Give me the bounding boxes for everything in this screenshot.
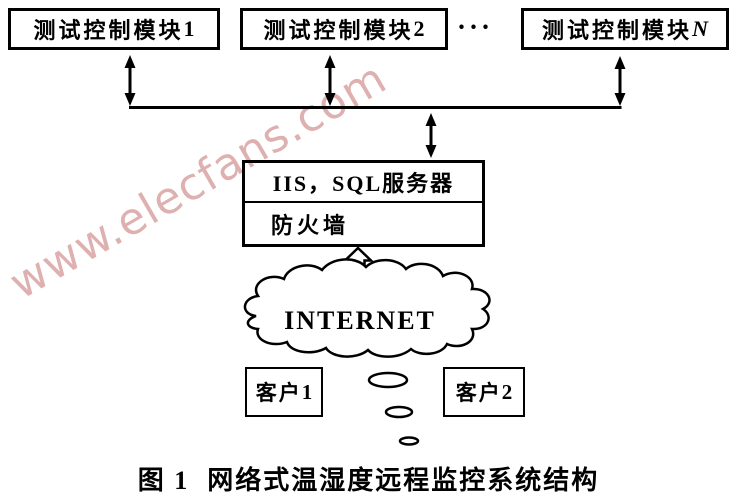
arrow-module2-bus (324, 55, 336, 106)
client-2-label: 客户 (455, 381, 502, 405)
internet-cloud (243, 258, 491, 358)
module-1-number: 1 (183, 16, 195, 41)
trail-ellipse-medium (384, 405, 414, 419)
server-label: IIS，SQL服务器 (245, 163, 482, 203)
arrow-moduleN-bus (614, 56, 626, 106)
module-1-label: 测试控制模块 (33, 18, 184, 43)
figure-caption: 图 1 网络式温湿度远程监控系统结构 (0, 460, 737, 497)
module-n-label: 测试控制模块 (542, 18, 693, 43)
trail-ellipse-small (398, 436, 420, 446)
module-n-number: N (692, 16, 708, 41)
arrow-bus-server (425, 113, 437, 158)
ellipsis-separator: ··· (456, 11, 493, 42)
module-2-number: 2 (413, 16, 425, 41)
figure-title: 网络式温湿度远程监控系统结构 (207, 466, 600, 495)
client-2-number: 2 (501, 379, 513, 404)
figure-number: 图 1 (137, 466, 190, 495)
arrow-module1-bus (124, 55, 136, 106)
server-box: IIS，SQL服务器 防火墙 (242, 160, 485, 247)
client-1-label: 客户 (255, 381, 302, 405)
internet-label: INTERNET (284, 306, 436, 335)
firewall-label: 防火墙 (271, 212, 350, 238)
trail-ellipse-large (367, 371, 409, 389)
client-1-number: 1 (301, 379, 313, 404)
module-2-label: 测试控制模块 (263, 18, 414, 43)
